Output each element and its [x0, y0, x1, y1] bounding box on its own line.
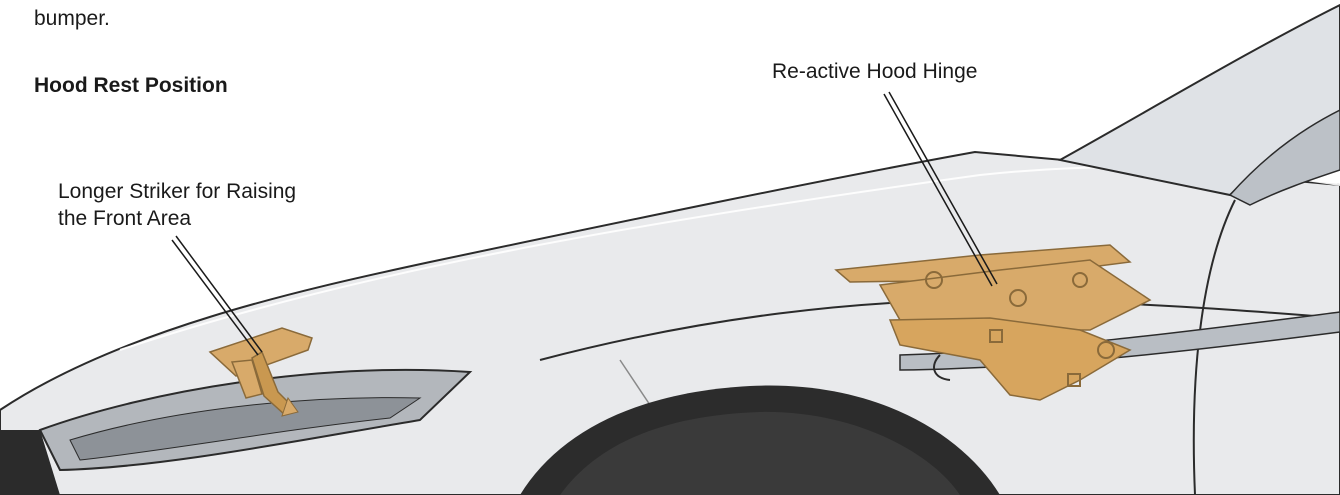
striker-callout-label: Longer Striker for Raising the Front Are…: [58, 178, 296, 232]
intro-text-fragment: bumper.: [34, 7, 110, 30]
striker-component: [208, 327, 313, 417]
hinge-leader-line: [883, 91, 998, 287]
hinge-callout-label: Re-active Hood Hinge: [772, 60, 978, 83]
striker-callout-line2: the Front Area: [58, 207, 192, 230]
headlight-inner: [69, 397, 422, 461]
striker-callout-line1: Longer Striker for Raising: [58, 180, 297, 203]
hinge-component: [834, 244, 1152, 401]
front-bumper: [0, 430, 60, 495]
a-pillar: [1228, 109, 1340, 206]
tire: [560, 411, 960, 495]
section-heading: Hood Rest Position: [34, 74, 228, 97]
striker-leader-line: [171, 235, 263, 356]
